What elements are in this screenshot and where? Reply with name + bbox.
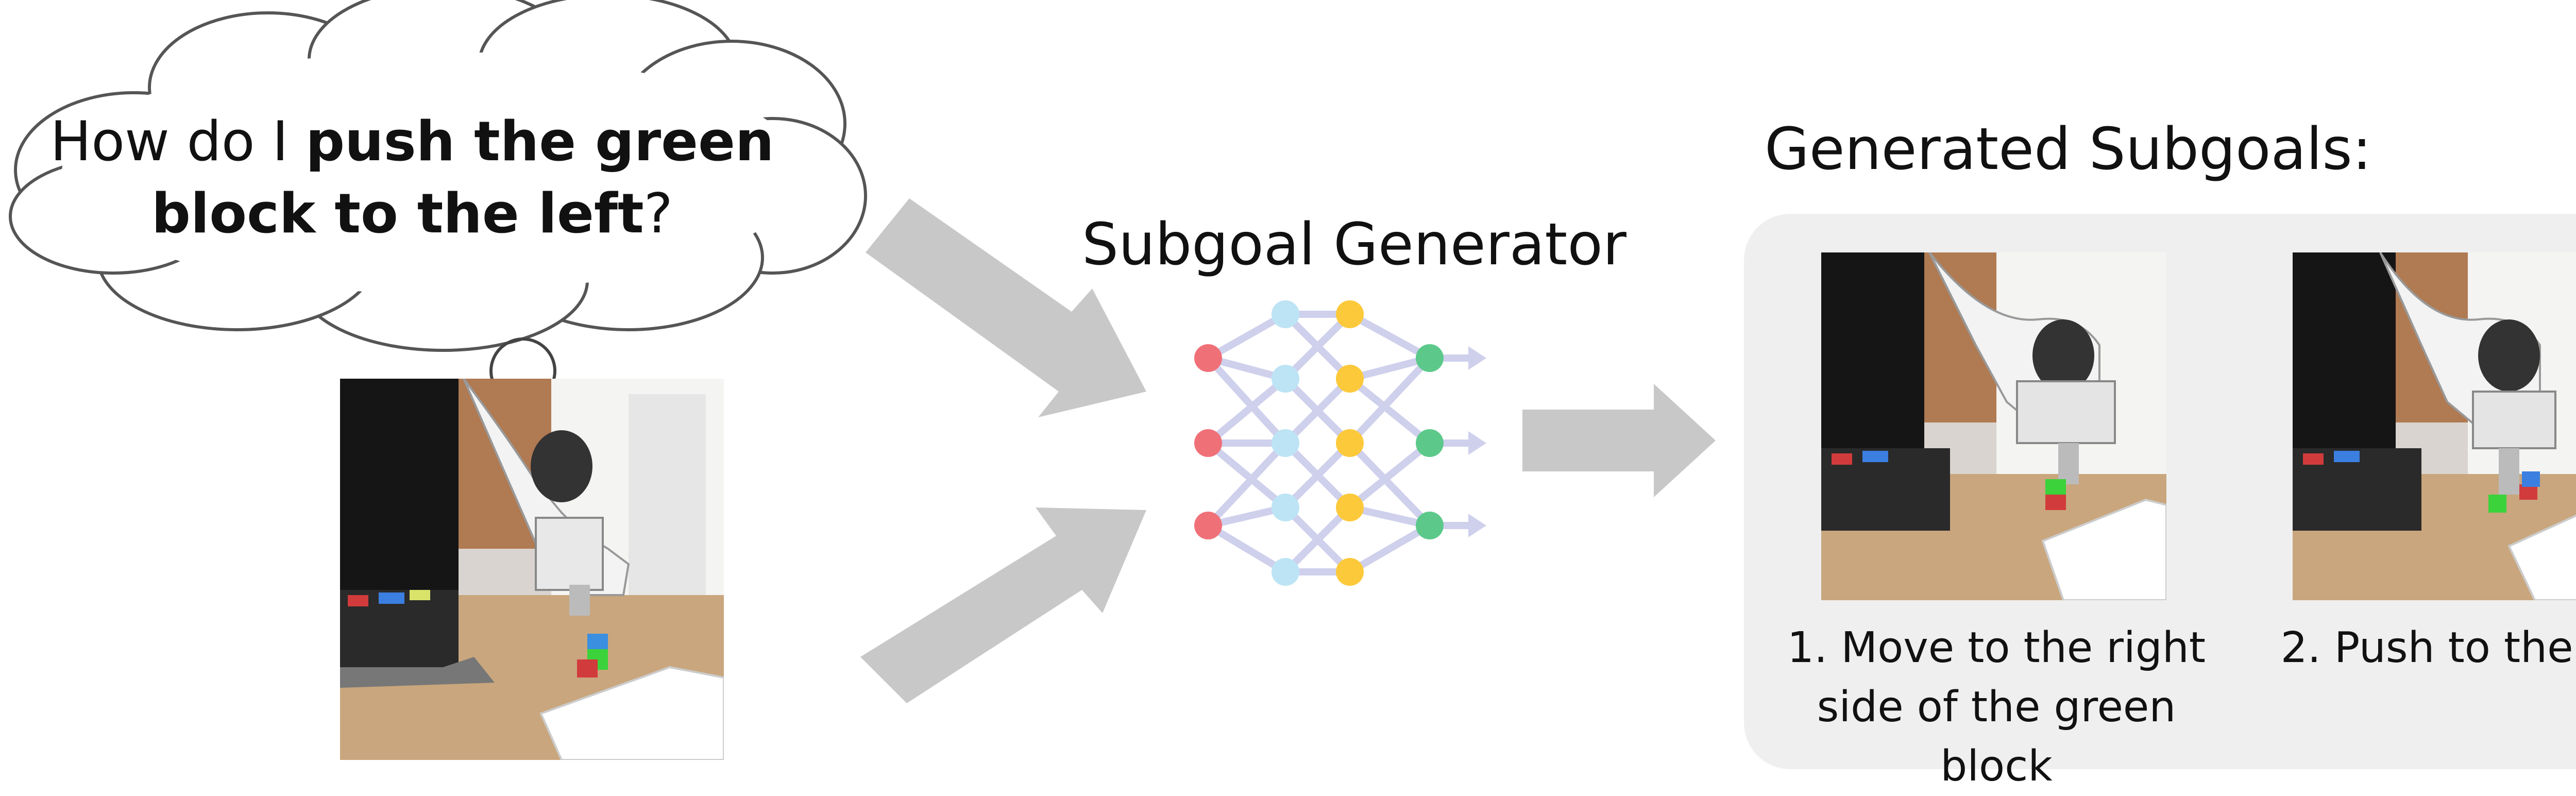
subgoal-image-2 — [2293, 252, 2576, 600]
question-suffix: ? — [643, 182, 673, 245]
background-graphics — [9, 0, 1716, 703]
generated-subgoals-title: Generated Subgoals: — [1765, 116, 2372, 183]
question-prefix: How do I — [50, 110, 306, 173]
neural-network-icon — [1194, 300, 1486, 586]
robot-camera-photo — [340, 379, 724, 760]
subgoal-image-1 — [1821, 252, 2166, 600]
arrow-icon — [860, 198, 1716, 703]
subgoal-caption-2: 2. Push to the left — [2280, 623, 2576, 672]
figure: How do I push the green block to the lef… — [9, 0, 2576, 791]
question-text: How do I push the green block to the lef… — [46, 106, 778, 250]
subgoal-caption-1: 1. Move to the right side of the green b… — [1787, 623, 2206, 791]
subgoal-generator-title: Subgoal Generator — [1082, 211, 1626, 278]
question-bold: push the green block to the left — [151, 110, 774, 245]
